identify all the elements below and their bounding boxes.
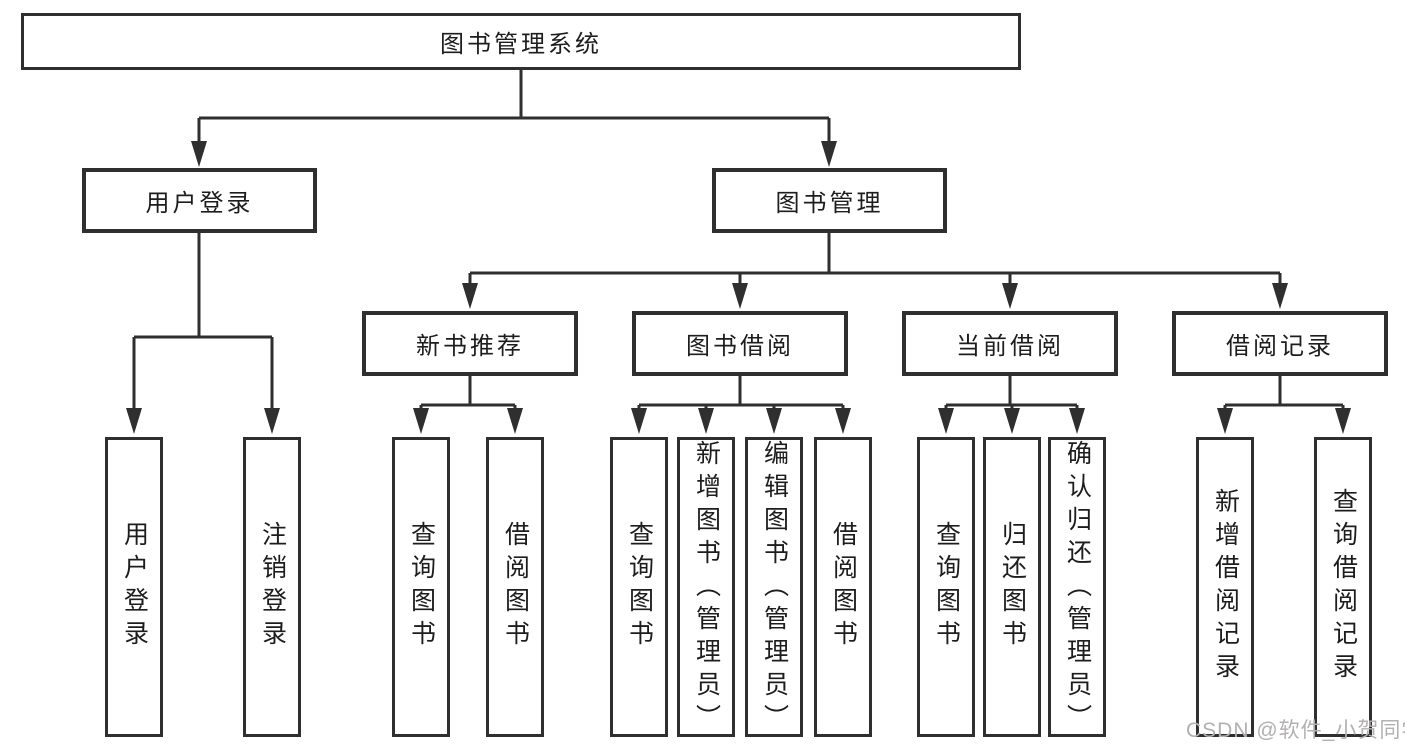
leaf-user-login: 用户登录: [105, 437, 163, 737]
leaf-current-query-book: 查询图书: [917, 437, 975, 737]
leaf-label: 确认归还（管理员）: [1063, 440, 1092, 737]
leaf-label: 借阅图书: [501, 521, 530, 653]
leaf-recommend-borrow-book: 借阅图书: [486, 437, 544, 737]
node-book-management: 图书管理: [712, 168, 947, 233]
leaf-label: 借阅图书: [829, 521, 858, 653]
node-borrow-record: 借阅记录: [1172, 311, 1388, 376]
leaf-label: 归还图书: [998, 521, 1027, 653]
node-label: 当前借阅: [956, 333, 1064, 360]
leaf-label: 新增借阅记录: [1211, 488, 1240, 686]
leaf-borrow-query-book: 查询图书: [610, 437, 668, 737]
leaf-current-confirm-return-admin: 确认归还（管理员）: [1048, 437, 1106, 737]
leaf-recommend-query-book: 查询图书: [392, 437, 450, 737]
leaf-label: 查询图书: [407, 521, 436, 653]
leaf-label: 查询图书: [932, 521, 961, 653]
node-label: 用户登录: [145, 190, 254, 217]
node-label: 图书管理系统: [440, 31, 602, 58]
leaf-record-add-borrow-record: 新增借阅记录: [1196, 437, 1254, 737]
node-current-borrow: 当前借阅: [902, 311, 1118, 376]
node-user-login: 用户登录: [82, 168, 317, 233]
leaf-label: 查询图书: [625, 521, 654, 653]
arrowheads: [126, 141, 1351, 434]
leaf-label: 查询借阅记录: [1329, 488, 1358, 686]
node-label: 借阅记录: [1226, 333, 1334, 360]
leaf-label: 新增图书（管理员）: [692, 440, 721, 737]
leaf-borrow-borrow-book: 借阅图书: [814, 437, 872, 737]
leaf-borrow-edit-book-admin: 编辑图书（管理员）: [745, 437, 803, 737]
leaf-borrow-add-book-admin: 新增图书（管理员）: [677, 437, 735, 737]
node-label: 图书借阅: [686, 333, 794, 360]
leaf-label: 注销登录: [258, 521, 287, 653]
leaf-record-query-borrow-record: 查询借阅记录: [1314, 437, 1372, 737]
node-root-system: 图书管理系统: [21, 13, 1021, 70]
node-label: 新书推荐: [416, 333, 524, 360]
watermark-text: CSDN @软件_小贺同学: [1186, 719, 1405, 742]
leaf-logout-login: 注销登录: [243, 437, 301, 737]
leaf-current-return-book: 归还图书: [983, 437, 1041, 737]
node-new-book-recommend: 新书推荐: [362, 311, 578, 376]
leaf-label: 编辑图书（管理员）: [760, 440, 789, 737]
node-book-borrow: 图书借阅: [632, 311, 848, 376]
leaf-label: 用户登录: [120, 521, 149, 653]
node-label: 图书管理: [775, 190, 884, 217]
